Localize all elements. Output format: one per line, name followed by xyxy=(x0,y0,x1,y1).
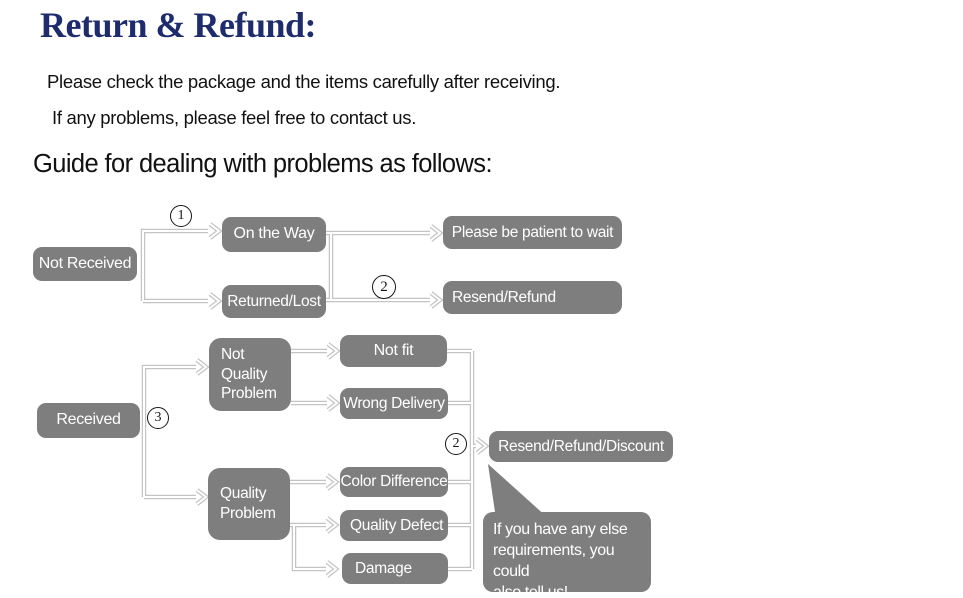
node-received: Received xyxy=(37,403,140,438)
node-line: Quality xyxy=(220,485,267,503)
note-line-1: If you have any else xyxy=(493,521,628,538)
node-damage: Damage xyxy=(342,553,448,584)
circled-2-badge-bottom: 2 xyxy=(445,433,467,455)
note-line-3: also tell us! xyxy=(493,584,568,598)
note-line-2: requirements, you could xyxy=(493,542,615,581)
speech-bubble-tail xyxy=(488,464,548,526)
node-wrong-delivery: Wrong Delivery xyxy=(340,388,448,419)
intro-line-1: Please check the package and the items c… xyxy=(47,71,561,92)
node-quality-defect: Quality Defect xyxy=(340,510,448,541)
node-color-difference: Color Difference xyxy=(340,467,448,497)
node-on-the-way: On the Way xyxy=(222,217,326,252)
page-title: Return & Refund: xyxy=(40,5,317,45)
circled-1-badge: 1 xyxy=(170,205,192,227)
node-line: Problem xyxy=(221,385,277,403)
node-not-received: Not Received xyxy=(33,247,137,281)
node-line: Not xyxy=(221,345,245,363)
node-line: Problem xyxy=(220,505,276,522)
node-quality-problem: Quality Problem xyxy=(208,468,290,540)
guide-heading: Guide for dealing with problems as follo… xyxy=(33,150,493,178)
circled-3-badge: 3 xyxy=(147,407,169,429)
node-resend-refund-discount: Resend/Refund/Discount xyxy=(489,431,673,462)
circled-2-badge-top: 2 xyxy=(372,275,396,299)
node-not-quality-problem: Not Quality Problem xyxy=(209,338,291,411)
node-line: Quality xyxy=(221,365,268,383)
node-please-be-patient: Please be patient to wait xyxy=(443,216,622,249)
intro-line-2: If any problems, please feel free to con… xyxy=(52,107,417,128)
node-resend-refund: Resend/Refund xyxy=(443,281,622,314)
note-speech-bubble: If you have any else requirements, you c… xyxy=(483,512,651,598)
node-not-fit: Not fit xyxy=(340,335,447,367)
node-returned-lost: Returned/Lost xyxy=(222,285,326,318)
